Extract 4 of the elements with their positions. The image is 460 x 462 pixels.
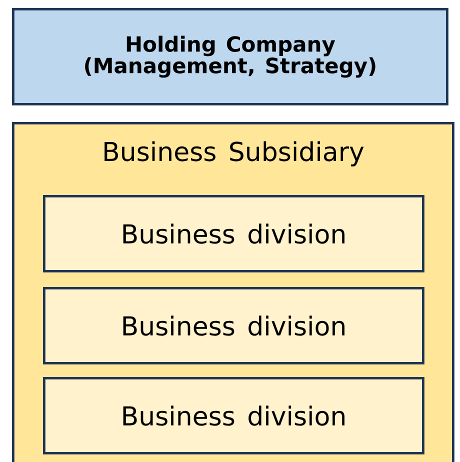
division-box: Business division [43, 377, 424, 454]
company-box: Holding Company (Management, Strategy) [12, 8, 448, 106]
division-box: Business division [43, 287, 424, 364]
division-box: Business division [43, 195, 424, 272]
